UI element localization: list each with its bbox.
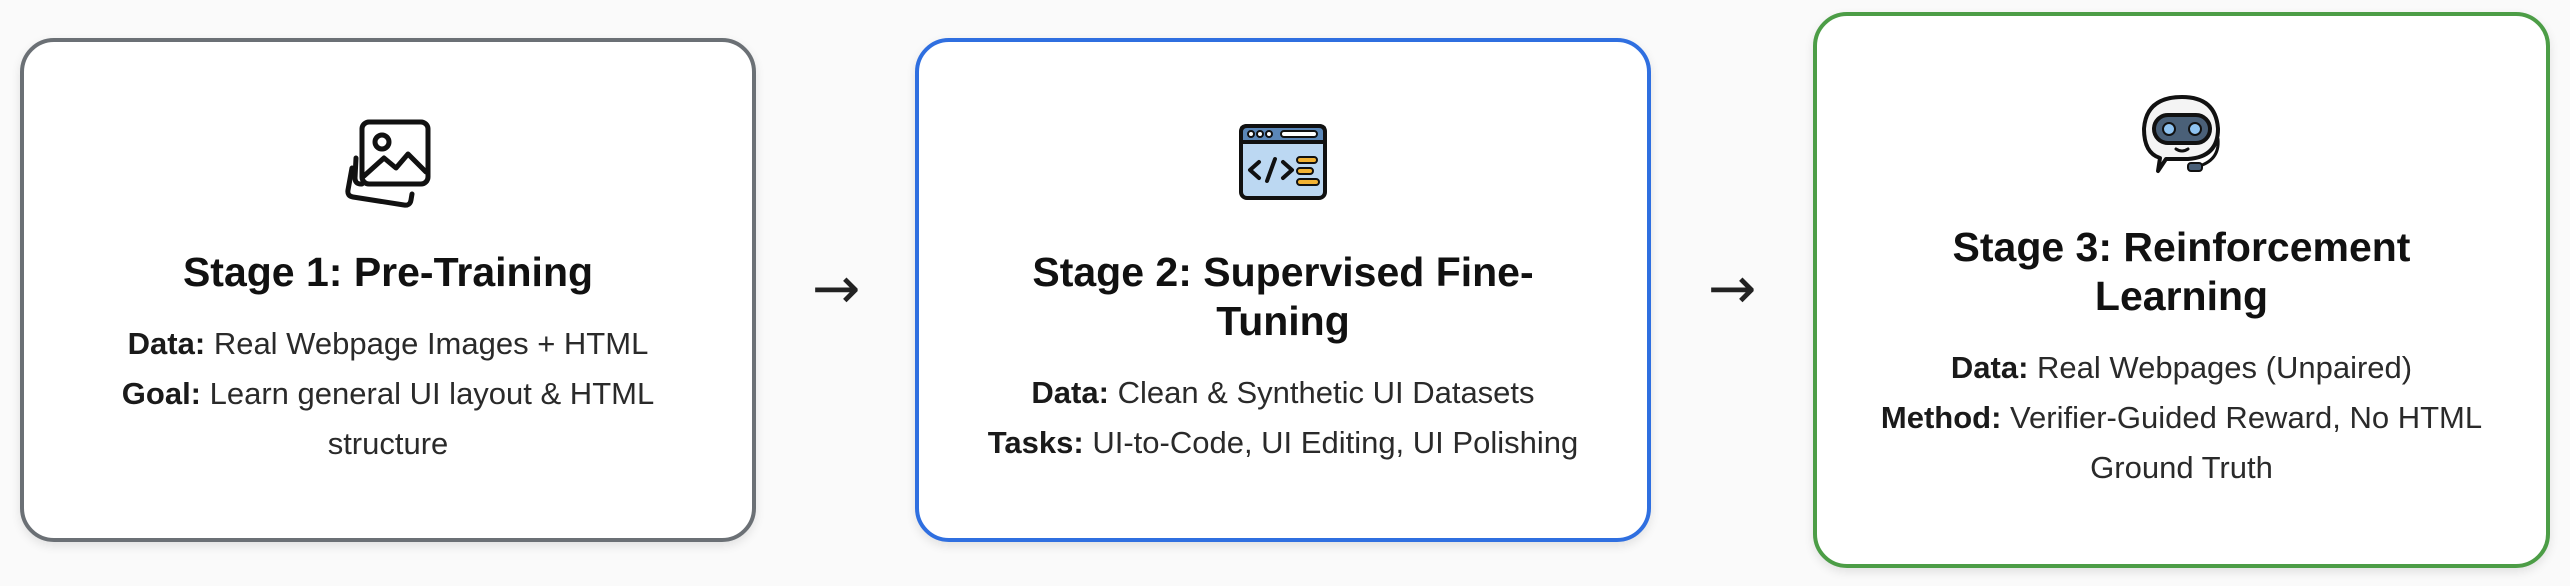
stage-1-card: Stage 1: Pre-Training Data: Real Webpage… — [20, 38, 756, 542]
stage-1-title: Stage 1: Pre-Training — [182, 248, 594, 295]
stage-3-method-key: Method: — [1880, 400, 2002, 435]
code-window-icon — [1233, 112, 1333, 212]
stage-2-line-2: Tasks: UI-to-Code, UI Editing, UI Polish… — [988, 418, 1578, 468]
stage-1-line-2: Goal: Learn general UI layout & HTML str… — [84, 369, 692, 469]
stage-2-line-1: Data: Clean & Synthetic UI Datasets — [988, 368, 1578, 418]
stage-2-card: Stage 2: Supervised Fine-Tuning Data: Cl… — [915, 38, 1651, 542]
stage-2-data-key: Data: — [1031, 375, 1109, 410]
stage-1-data-value: Real Webpage Images + HTML — [213, 325, 649, 361]
stage-3-data-key: Data: — [1950, 350, 2029, 385]
stage-3-details: Data: Real Webpages (Unpaired) Method: V… — [1817, 343, 2546, 493]
stage-3-line-2: Method: Verifier-Guided Reward, No HTML … — [1877, 393, 2486, 493]
arrow-right-icon: → — [811, 254, 861, 322]
stage-3-data-value: Real Webpages (Unpaired) — [2037, 350, 2413, 385]
stage-1-details: Data: Real Webpage Images + HTML Goal: L… — [24, 319, 752, 469]
robot-icon — [2132, 87, 2232, 187]
stage-2-details: Data: Clean & Synthetic UI Datasets Task… — [928, 368, 1638, 468]
stage-1-goal-key: Goal: — [121, 375, 202, 411]
stage-1-data-key: Data: — [127, 325, 206, 361]
stage-3-card: Stage 3: Reinforcement Learning Data: Re… — [1813, 12, 2550, 568]
stage-3-title: Stage 3: Reinforcement Learning — [1952, 224, 2411, 319]
stage-3-line-1: Data: Real Webpages (Unpaired) — [1877, 343, 2486, 393]
stage-2-tasks-value: UI-to-Code, UI Editing, UI Polishing — [1092, 425, 1579, 460]
stage-2-title: Stage 2: Supervised Fine-Tuning — [1032, 249, 1534, 344]
stage-2-data-value: Clean & Synthetic UI Datasets — [1117, 375, 1535, 410]
stage-1-line-1: Data: Real Webpage Images + HTML — [84, 319, 692, 369]
images-icon — [338, 112, 438, 212]
stage-1-goal-value: Learn general UI layout & HTML structure — [209, 375, 655, 461]
stage-3-method-value: Verifier-Guided Reward, No HTML Ground T… — [2010, 400, 2483, 485]
arrow-right-icon: → — [1707, 254, 1757, 322]
stage-2-tasks-key: Tasks: — [987, 425, 1084, 460]
